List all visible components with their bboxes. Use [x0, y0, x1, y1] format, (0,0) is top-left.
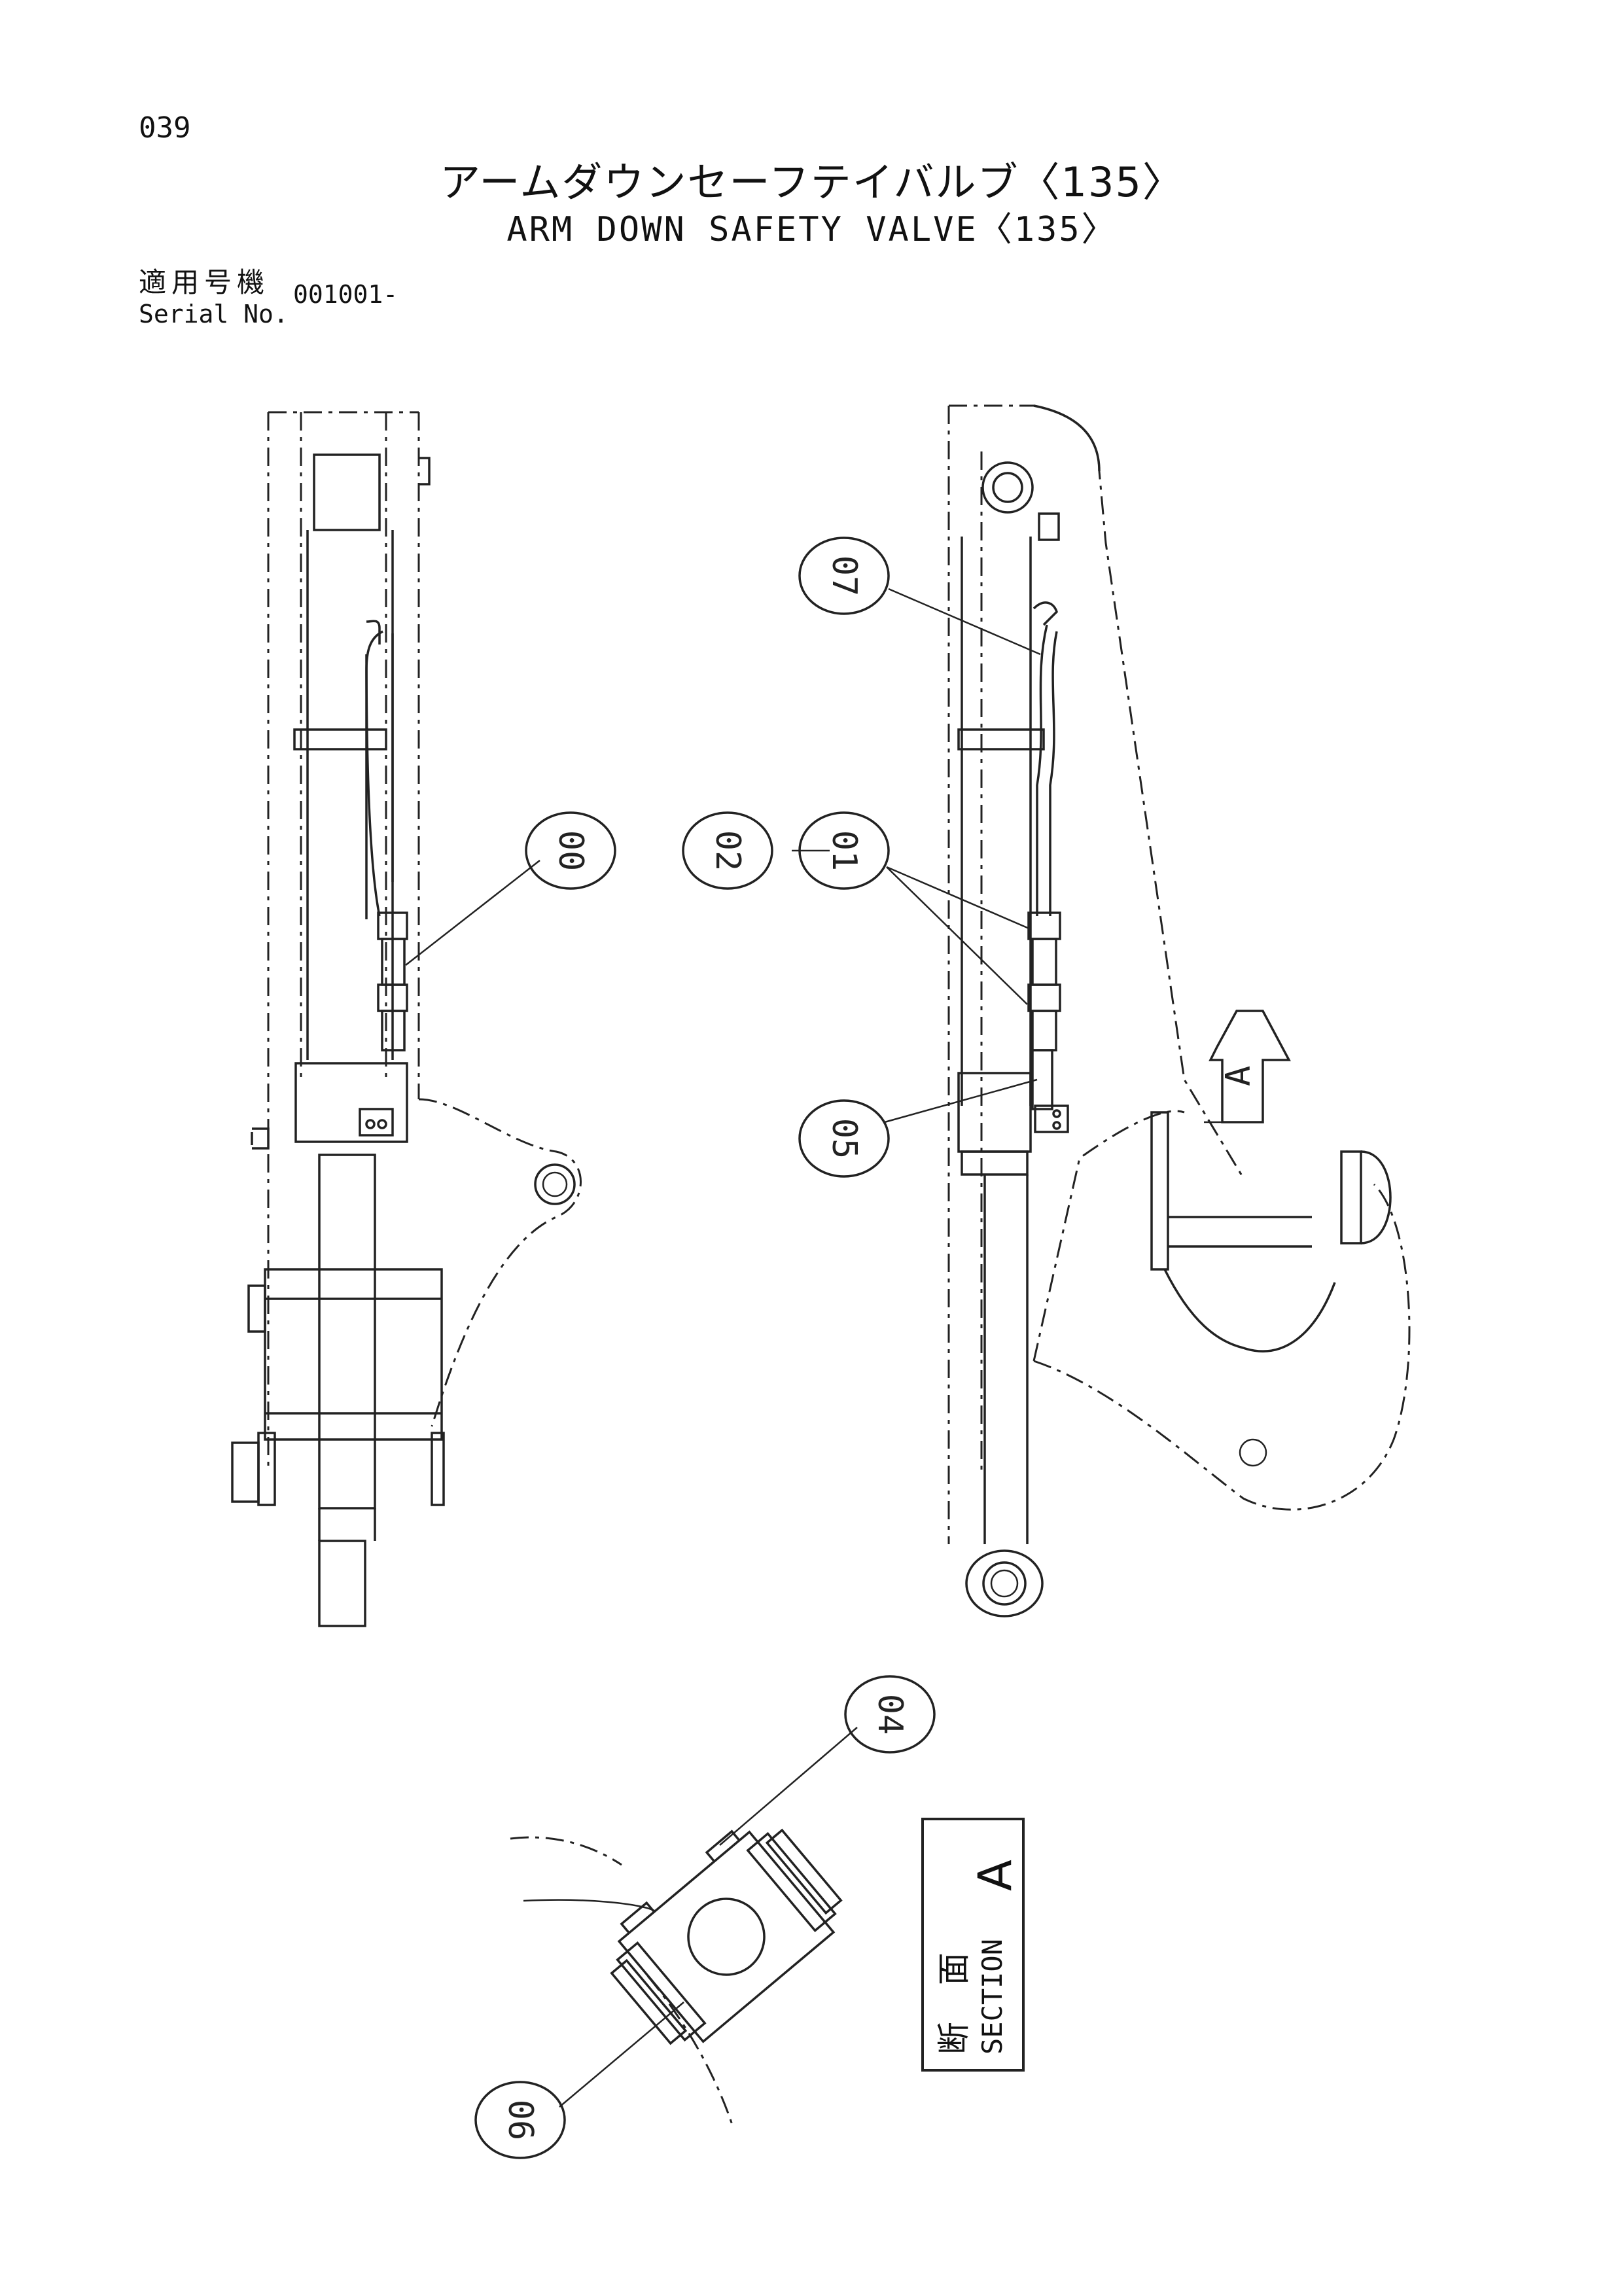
serial-number-value: 001001- [293, 280, 398, 309]
section-a-label-box [921, 1818, 1025, 2072]
svg-text:06: 06 [501, 2100, 540, 2141]
svg-text:01: 01 [824, 830, 864, 872]
view-arrow-a-letter: A [1219, 1066, 1258, 1086]
serial-label-japanese: 適用号機 [139, 266, 270, 298]
callout-02[interactable]: 02 [682, 811, 773, 890]
callout-00[interactable]: 00 [525, 811, 616, 890]
title-japanese: アームダウンセーフテイバルブ〈135〉 [440, 158, 1184, 206]
serial-label-english: Serial No. [139, 300, 289, 328]
svg-text:00: 00 [551, 830, 590, 872]
svg-text:02: 02 [708, 830, 747, 872]
svg-text:07: 07 [824, 556, 864, 597]
callout-06[interactable]: 06 [474, 2081, 566, 2159]
leader-lines [405, 588, 1041, 2108]
section-letter: A [968, 1860, 1022, 1891]
svg-text:05: 05 [824, 1118, 864, 1159]
callout-04[interactable]: 04 [844, 1675, 936, 1754]
left-front-view [231, 411, 582, 1627]
section-label-english: SECTION [976, 1938, 1008, 2055]
callout-07[interactable]: 07 [798, 537, 890, 615]
callout-01[interactable]: 01 [798, 811, 890, 890]
callout-05[interactable]: 05 [798, 1099, 890, 1178]
page-number: 039 [139, 111, 191, 145]
svg-text:04: 04 [870, 1694, 909, 1735]
right-side-view [947, 404, 1411, 1617]
section-a-detail [510, 1828, 843, 2127]
title-english: ARM DOWN SAFETY VALVE〈135〉 [506, 210, 1118, 249]
section-label-japanese: 断 面 [935, 1939, 973, 2055]
